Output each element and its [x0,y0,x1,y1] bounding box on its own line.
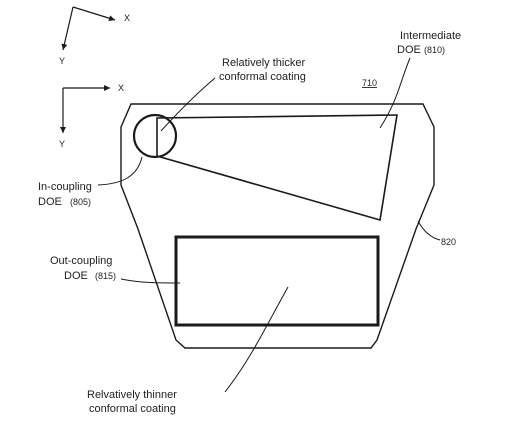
x-axis-arrow-top [72,6,116,22]
y-axis-label-mid: Y [59,139,65,149]
axes-indicator-mid: X Y [59,83,124,149]
label-thicker-line2: conformal coating [219,71,306,83]
axes-indicator-top: X Y [59,6,130,66]
leader-eyepiece [417,220,441,241]
label-intermediate-doe: Intermediate DOE (810) [397,30,461,56]
label-outcoupling-line1: Out-coupling [50,255,112,267]
leader-outcoupling [120,278,181,284]
x-axis-label-mid: X [118,83,124,93]
outcoupling-doe [174,235,380,327]
label-thicker-line1: Relatively thicker [222,57,305,69]
leader-intermediate [379,57,411,129]
label-incoupling-line2: DOE [38,196,62,208]
eyepiece-outline [120,103,435,349]
label-thinner-coating: Relvatively thinner conformal coating [87,389,177,415]
label-incoupling-doe: In-coupling DOE (805) [38,181,92,208]
label-incoupling-ref: (805) [70,197,91,207]
leader-incoupling [97,156,143,186]
x-axis-label-top: X [124,13,130,23]
incoupling-doe [132,113,178,159]
label-outcoupling-line2: DOE [64,270,88,282]
label-incoupling-line1: In-coupling [38,181,92,193]
label-intermediate-line2: DOE [397,44,421,56]
y-axis-arrow-top [61,6,74,51]
leader-thinner-coating [224,286,289,393]
label-thinner-line2: conformal coating [89,403,176,415]
eyepiece-reference-number: 820 [441,237,456,247]
label-thicker-coating: Relatively thicker conformal coating [219,57,306,83]
leader-thicker-coating [160,77,216,132]
label-intermediate-line1: Intermediate [400,30,461,42]
y-axis-label-top: Y [59,56,65,66]
label-intermediate-ref: (810) [424,45,445,55]
figure-reference-number: 710 [362,78,377,88]
label-outcoupling-doe: Out-coupling DOE (815) [50,255,116,282]
intermediate-doe [156,114,398,222]
label-thinner-line1: Relvatively thinner [87,389,177,401]
label-outcoupling-ref: (815) [95,271,116,281]
